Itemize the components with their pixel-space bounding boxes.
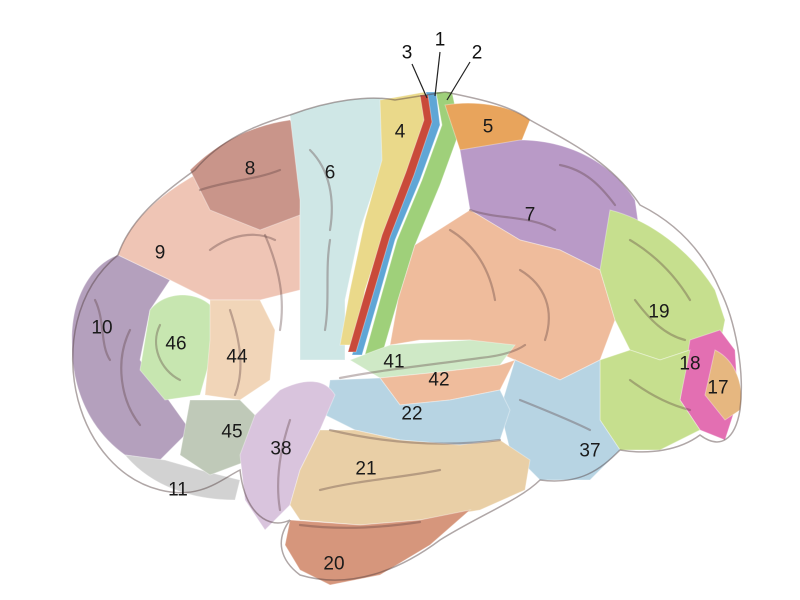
label-area-38: 38	[270, 439, 291, 460]
label-area-19: 19	[648, 302, 669, 323]
label-area-37: 37	[579, 441, 600, 462]
label-area-7: 7	[525, 205, 536, 226]
label-area-44: 44	[226, 347, 248, 368]
label-area-5: 5	[483, 117, 494, 138]
label-area-18: 18	[679, 354, 700, 375]
label-area-4: 4	[395, 122, 406, 143]
label-area-21: 21	[355, 459, 376, 480]
label-area-42: 42	[428, 370, 449, 391]
label-area-20: 20	[323, 554, 344, 575]
label-area-9: 9	[155, 243, 166, 264]
label-area-2: 2	[472, 43, 483, 64]
label-area-8: 8	[245, 159, 256, 180]
label-area-3: 3	[402, 43, 413, 64]
pointer-line-1	[435, 52, 440, 96]
label-area-11: 11	[168, 480, 188, 501]
label-area-46: 46	[165, 334, 186, 355]
label-area-10: 10	[91, 318, 112, 339]
label-area-17: 17	[707, 378, 728, 399]
label-area-1: 1	[435, 30, 446, 51]
label-area-22: 22	[401, 404, 422, 425]
label-area-41: 41	[383, 352, 404, 373]
label-area-45: 45	[221, 422, 242, 443]
label-area-6: 6	[325, 163, 336, 184]
